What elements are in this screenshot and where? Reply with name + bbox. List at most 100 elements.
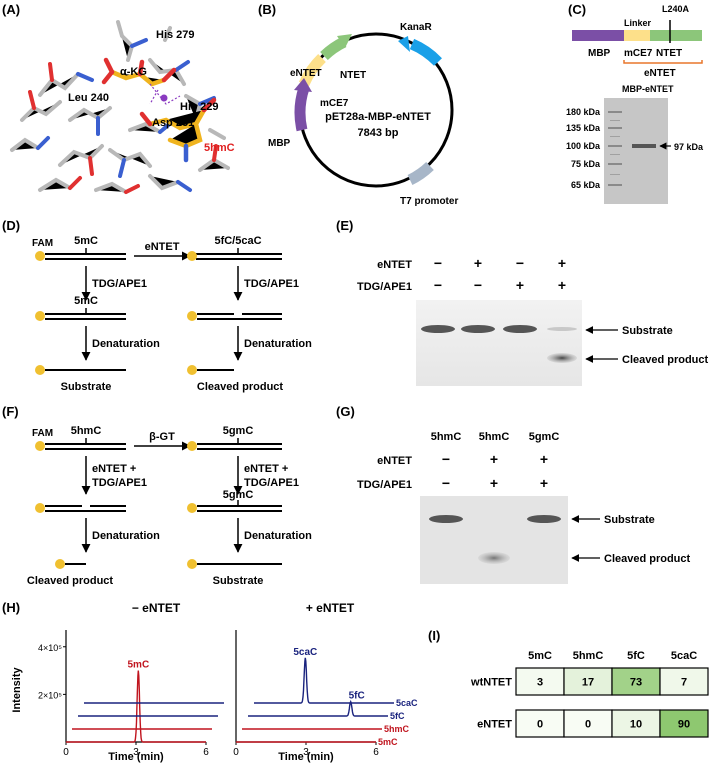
panel-label-i: (I) bbox=[428, 628, 440, 643]
panel-g: (G) 5hmC 5hmC 5gmC eNTET TDG/APE1 −−++++… bbox=[336, 404, 691, 584]
fam-dot-f6 bbox=[187, 559, 197, 569]
akg-ligand bbox=[101, 57, 177, 87]
d-left-mid-label: 5mC bbox=[74, 295, 98, 307]
g-band-lane2-product bbox=[478, 552, 510, 564]
gel-c-title: MBP-eNTET bbox=[622, 84, 674, 94]
ntet-arrowhead bbox=[337, 34, 352, 48]
construct-entet-label: eNTET bbox=[644, 68, 676, 79]
e-sign-lane1-row1: − bbox=[434, 255, 442, 271]
x-tick-label: 3 bbox=[303, 747, 309, 758]
heatmap-cell-value: 90 bbox=[678, 719, 690, 731]
heatmap-cell-value: 0 bbox=[585, 719, 591, 731]
fam-dot-d5 bbox=[35, 365, 45, 375]
panel-label-f: (F) bbox=[2, 404, 19, 419]
h1-xlabel: Time (min) bbox=[108, 751, 164, 763]
e-label-product: Cleaved product bbox=[622, 354, 709, 366]
h2-title: + eNTET bbox=[306, 601, 355, 615]
g-row-label-tdg: TDG/APE1 bbox=[357, 479, 412, 491]
construct-mce7 bbox=[624, 30, 650, 41]
d-right-result: Cleaved product bbox=[197, 381, 284, 393]
f-step1-left-a: eNTET + bbox=[92, 463, 136, 475]
label-his229: His 229 bbox=[180, 101, 219, 113]
d-left-top-label: 5mC bbox=[74, 235, 98, 247]
fam-dot-d6 bbox=[187, 365, 197, 375]
plasmid-kanar-label: KanaR bbox=[400, 22, 432, 33]
structure-sticks bbox=[10, 20, 230, 194]
fam-label-d: FAM bbox=[32, 238, 53, 249]
heatmap-cell-value: 0 bbox=[537, 719, 543, 731]
f-right-result: Substrate bbox=[213, 575, 264, 587]
peak-label-5caC: 5caC bbox=[293, 647, 317, 658]
f-step1-right-a: eNTET + bbox=[244, 463, 288, 475]
panel-label-h: (H) bbox=[2, 600, 20, 615]
hydrogen-bonds bbox=[149, 83, 181, 105]
g-sign-lane2-row2: + bbox=[490, 475, 498, 491]
e-band-lane4-product bbox=[547, 353, 577, 363]
heatmap-col-5caC: 5caC bbox=[671, 650, 697, 662]
x-tick-label: 3 bbox=[133, 747, 139, 758]
heatmap-col-5mC: 5mC bbox=[528, 650, 552, 662]
panel-label-a: (A) bbox=[2, 2, 20, 17]
gel-e bbox=[416, 300, 582, 386]
g-col-label-2: 5hmC bbox=[479, 431, 510, 443]
g-col-label-1: 5hmC bbox=[431, 431, 462, 443]
y-tick-label: 4×10⁵ bbox=[38, 643, 62, 653]
e-lane-signs: −−+−−+++ bbox=[434, 255, 566, 293]
plasmid-entet-label: eNTET bbox=[290, 68, 322, 79]
f-enzyme-label: β-GT bbox=[149, 431, 175, 443]
g-col-label-3: 5gmC bbox=[529, 431, 560, 443]
peak-label-5fC: 5fC bbox=[349, 691, 365, 702]
e-sign-lane3-row2: + bbox=[516, 277, 524, 293]
series-label-5fC: 5fC bbox=[390, 711, 405, 721]
g-sign-lane2-row1: + bbox=[490, 451, 498, 467]
g-lane-signs: −−++++ bbox=[442, 451, 548, 491]
heatmap-cell-value: 73 bbox=[630, 677, 642, 689]
peak-label-5mC: 5mC bbox=[127, 660, 149, 671]
g-sign-lane3-row2: + bbox=[540, 475, 548, 491]
fam-dot-d1 bbox=[35, 251, 45, 261]
construct-linker-label: Linker bbox=[624, 18, 652, 28]
e-band-lane3-substrate bbox=[503, 325, 537, 333]
y-tick-label: 2×10⁵ bbox=[38, 690, 62, 700]
fam-label-f: FAM bbox=[32, 428, 53, 439]
d-right-top-label: 5fC/5caC bbox=[214, 235, 261, 247]
band-label-97: 97 kDa bbox=[674, 142, 704, 152]
series-label-5hmC: 5hmC bbox=[384, 724, 410, 734]
label-asp231: Asp 231 bbox=[152, 117, 194, 129]
chart-h1: 0 3 6 2×10⁵ 4×10⁵ 5mC bbox=[38, 630, 224, 758]
trace-5fC bbox=[248, 699, 388, 717]
f-step1-left-b: TDG/APE1 bbox=[92, 477, 147, 489]
heatmap-cell-value: 17 bbox=[582, 677, 594, 689]
label-5hmc: 5hmC bbox=[204, 142, 235, 154]
heatmap-cell bbox=[515, 667, 565, 696]
ladder-180: 180 kDa bbox=[566, 107, 601, 117]
gel-c-ladder bbox=[608, 111, 622, 186]
fam-dot-f3 bbox=[35, 503, 45, 513]
panel-label-d: (D) bbox=[2, 218, 20, 233]
x-tick-label: 0 bbox=[233, 747, 239, 758]
d-step2-left: Denaturation bbox=[92, 338, 160, 350]
x-tick-label: 6 bbox=[203, 747, 209, 758]
e-sign-lane1-row2: − bbox=[434, 277, 442, 293]
g-band-lane1-substrate bbox=[429, 515, 463, 523]
fam-dot-d3 bbox=[35, 311, 45, 321]
x-tick-label: 0 bbox=[63, 747, 69, 758]
mbp-arc bbox=[294, 86, 310, 132]
fam-dot-f4 bbox=[187, 503, 197, 513]
panel-label-g: (G) bbox=[336, 404, 355, 419]
construct-mbp bbox=[572, 30, 624, 41]
h1-title: − eNTET bbox=[132, 601, 181, 615]
g-label-product: Cleaved product bbox=[604, 553, 691, 565]
e-label-substrate: Substrate bbox=[622, 325, 673, 337]
heatmap-cell bbox=[611, 709, 661, 738]
e-sign-lane4-row1: + bbox=[558, 255, 566, 271]
ladder-65: 65 kDa bbox=[571, 180, 601, 190]
f-left-result: Cleaved product bbox=[27, 575, 114, 587]
heatmap-row-eNTET: eNTET bbox=[477, 719, 512, 731]
g-label-substrate: Substrate bbox=[604, 514, 655, 526]
heatmap-cell-value: 7 bbox=[681, 677, 687, 689]
